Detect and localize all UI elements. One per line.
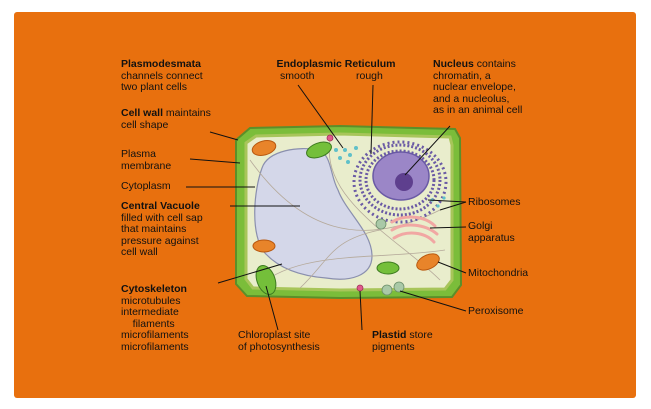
label-golgi: Golgi apparatus <box>468 220 515 244</box>
label-central-vacuole: Central Vacuole filled with cell sap tha… <box>121 200 203 259</box>
nucleolus <box>395 173 413 191</box>
peroxisome <box>393 281 405 293</box>
label-endoplasmic-reticulum: Endoplasmic Reticulum <box>276 58 396 70</box>
label-plastid: Plastid store pigments <box>372 329 433 353</box>
rough-er <box>352 140 448 224</box>
label-plasma-membrane: Plasma membrane <box>121 148 172 172</box>
plastid <box>326 134 334 142</box>
label-er-smooth: smooth <box>280 70 315 82</box>
label-chloroplast: Chloroplast site of photosynthesis <box>238 329 320 353</box>
label-plasmodesmata: Plasmodesmata channels connect two plant… <box>121 58 203 94</box>
plastid <box>356 284 364 292</box>
golgi-apparatus <box>390 215 439 244</box>
chloroplast <box>306 141 332 159</box>
peroxisome <box>381 284 393 296</box>
chloroplast <box>376 261 400 275</box>
mitochondrion <box>416 253 440 271</box>
mitochondrion <box>251 140 277 156</box>
leader-lines <box>186 84 467 331</box>
label-mitochondria: Mitochondria <box>468 267 529 279</box>
label-cytoplasm: Cytoplasm <box>121 180 171 192</box>
chloroplast <box>255 265 277 295</box>
mitochondrion <box>252 239 276 253</box>
label-peroxisome: Peroxisome <box>468 305 524 317</box>
label-er-rough: rough <box>356 70 383 82</box>
label-ribosomes: Ribosomes <box>468 196 521 208</box>
label-cytoskeleton: Cytoskeleton microtubules intermediate f… <box>121 283 189 353</box>
ribosomes <box>334 146 446 208</box>
peroxisome <box>375 218 387 230</box>
label-nucleus: Nucleus contains chromatin, a nuclear en… <box>433 58 523 117</box>
label-cell-wall: Cell wall maintains cell shape <box>121 107 211 131</box>
